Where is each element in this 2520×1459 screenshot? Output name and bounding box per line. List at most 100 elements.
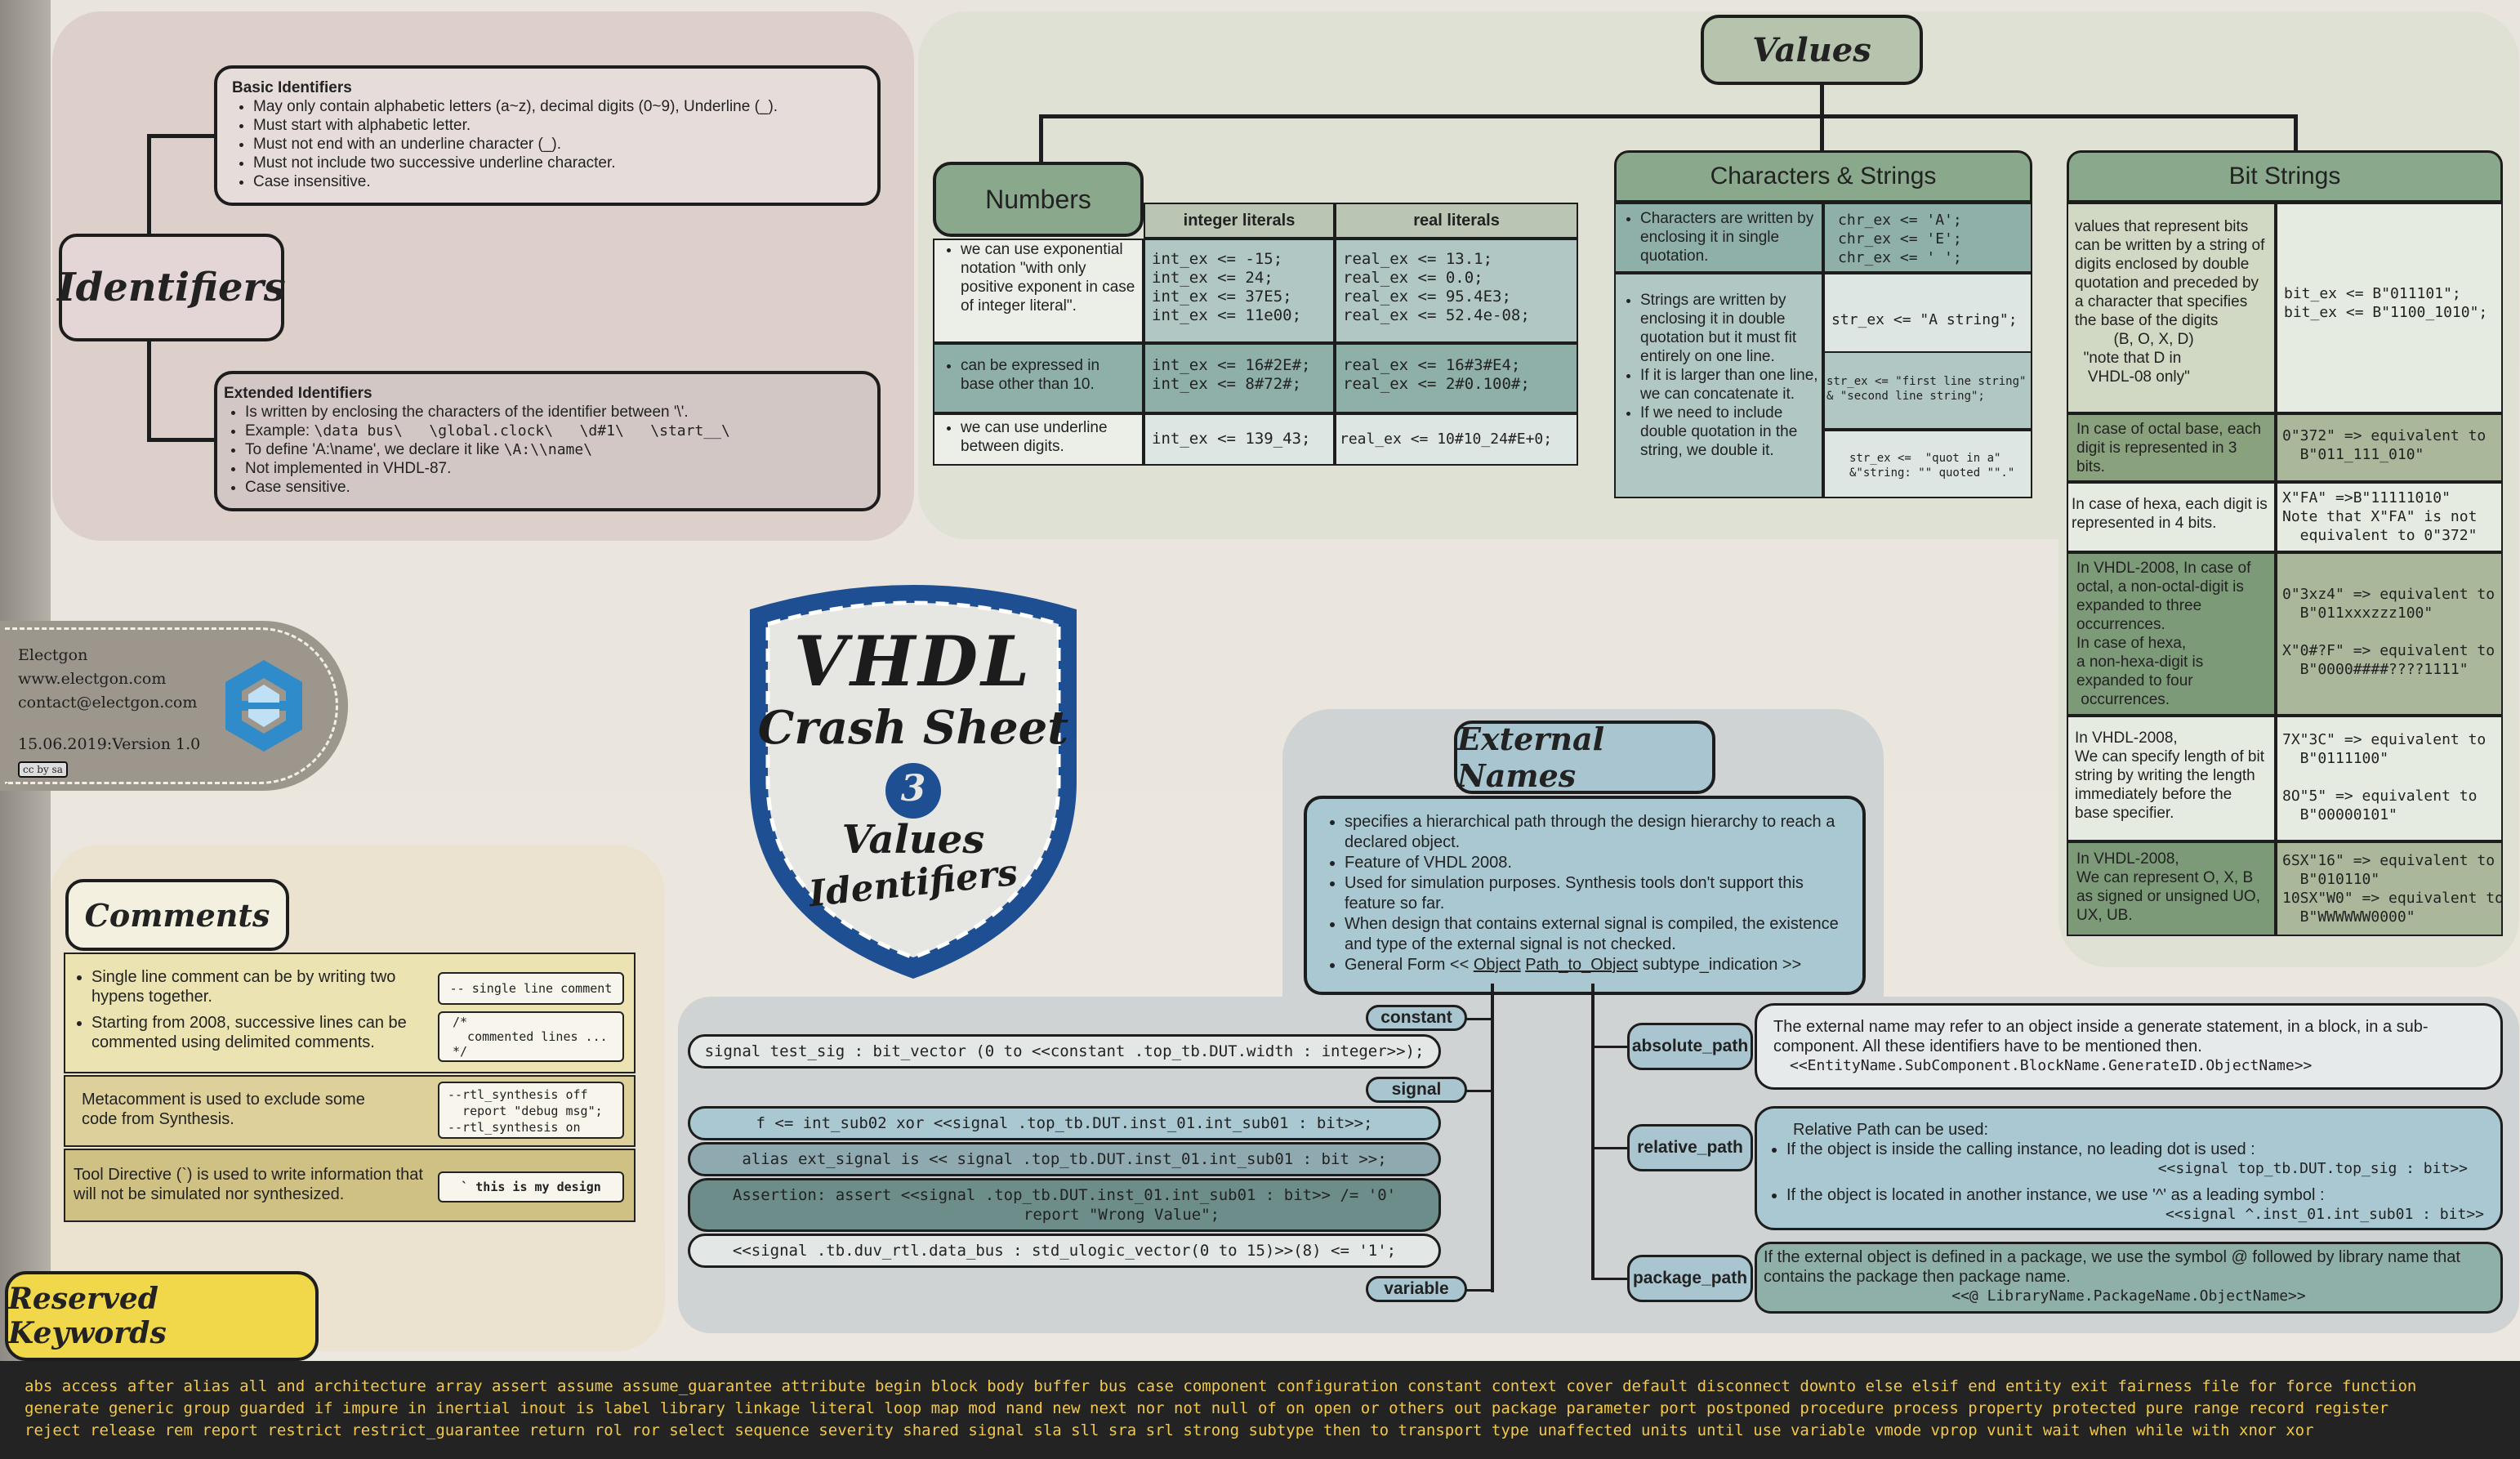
comments-title-box: Comments — [65, 879, 289, 951]
extended-rule: Example: \data bus\ \global.clock\ \d#1\… — [245, 422, 871, 440]
basic-rule: Case insensitive. — [253, 172, 863, 191]
numbers-desc: we can use underline between digits. — [933, 413, 1144, 466]
tool-directive-text: Tool Directive (`) is used to write info… — [74, 1166, 423, 1203]
vhdl-shield-badge — [750, 585, 1077, 979]
metacomment-text: Metacomment is used to exclude some code… — [82, 1091, 365, 1128]
reserved-line: generate generic group guarded if impure… — [25, 1399, 2389, 1417]
bits-desc: values that represent bits can be writte… — [2067, 203, 2276, 413]
strings-quote-code: str_ex <= "quot in a" &"string: "" quote… — [1823, 430, 2032, 498]
external-desc-item: Feature of VHDL 2008. — [1345, 853, 1846, 873]
bits-code: bit_ex <= B"011101"; bit_ex <= B"1100_10… — [2276, 203, 2503, 413]
external-desc-item: specifies a hierarchical path through th… — [1345, 812, 1846, 853]
numbers-real-code: real_ex <= 10#10_24#E+0; — [1335, 413, 1578, 466]
cc-license-icon: cc by sa — [18, 761, 68, 778]
basic-rule: Must start with alphabetic letter. — [253, 116, 863, 135]
metacomment-code: --rtl_synthesis off report "debug msg"; … — [438, 1082, 624, 1139]
badge-number: 3 — [900, 768, 926, 810]
extended-rule: Case sensitive. — [245, 478, 871, 497]
bits-code: 0"3xz4" => equivalent to B"011xxxzzz100"… — [2276, 552, 2503, 716]
numbers-int-code: int_ex <= 139_43; — [1144, 413, 1335, 466]
bits-title: Bit Strings — [2228, 163, 2341, 190]
reserved-title-box: Reserved Keywords — [5, 1271, 319, 1361]
kind-variable: variable — [1366, 1276, 1467, 1302]
numbers-col-real: real literals — [1335, 203, 1578, 239]
extended-identifiers-heading: Extended Identifiers — [224, 385, 372, 402]
author-version: 15.06.2019:Version 1.0 — [18, 735, 201, 753]
bits-code: 6SX"16" => equivalent to B"010110" 10SX"… — [2276, 841, 2504, 936]
chars-title-box: Characters & Strings — [1614, 150, 2032, 203]
strings-desc: Strings are written by enclosing it in d… — [1614, 273, 1823, 498]
values-title: Values — [1752, 30, 1871, 69]
bits-desc: In VHDL-2008, In case of octal, a non-oc… — [2067, 552, 2276, 716]
numbers-title: Numbers — [985, 184, 1091, 214]
numbers-desc: can be expressed in base other than 10. — [933, 343, 1144, 413]
comments-title: Comments — [84, 896, 270, 934]
bits-code: 7X"3C" => equivalent to B"0111100" 8O"5"… — [2276, 716, 2503, 841]
chars-title: Characters & Strings — [1710, 163, 1937, 190]
bits-desc: In case of hexa, each digit is represent… — [2067, 482, 2276, 552]
numbers-col-int: integer literals — [1144, 203, 1335, 239]
comment-code-single: -- single line comment — [438, 972, 624, 1005]
identifiers-title: Identifiers — [57, 265, 286, 310]
badge-subtitle: Crash Sheet — [757, 701, 1069, 755]
package-path-box: If the external object is defined in a p… — [1755, 1242, 2503, 1314]
relative-path-box: Relative Path can be used: If the object… — [1755, 1106, 2503, 1230]
electgon-logo-icon — [225, 660, 302, 752]
reserved-line: reject release rem report restrict restr… — [25, 1421, 2314, 1439]
extended-rule: To define 'A:\name', we declare it like … — [245, 440, 871, 459]
external-title: External Names — [1457, 721, 1605, 794]
bits-code: X"FA" =>B"11111010" Note that X"FA" is n… — [2276, 482, 2503, 552]
numbers-real-code: real_ex <= 16#3#E4; real_ex <= 2#0.100#; — [1335, 343, 1578, 413]
badge-topic-values: Values — [841, 817, 985, 863]
author-site[interactable]: www.electgon.com — [18, 670, 167, 688]
strings-concat-code: str_ex <= "first line string" & "second … — [1823, 351, 2032, 430]
values-title-box: Values — [1701, 15, 1923, 85]
comment-rule: Single line comment can be by writing tw… — [91, 967, 438, 1006]
example-signal: alias ext_signal is << signal .top_tb.DU… — [688, 1142, 1441, 1176]
reserved-title: Reserved Keywords — [8, 1282, 167, 1350]
absolute-path-box: The external name may refer to an object… — [1755, 1003, 2503, 1090]
bits-desc: In VHDL-2008, We can represent O, X, B a… — [2067, 841, 2276, 936]
kind-signal: signal — [1366, 1077, 1467, 1103]
basic-rule: May only contain alphabetic letters (a~z… — [253, 97, 863, 116]
chars-desc: Characters are written by enclosing it i… — [1614, 203, 1823, 273]
example-variable: <<signal .tb.duv_rtl.data_bus : std_ulog… — [688, 1234, 1441, 1268]
bits-code: 0"372" => equivalent to B"011_111_010" — [2276, 413, 2503, 482]
basic-identifiers-box: Basic Identifiers May only contain alpha… — [214, 65, 881, 206]
numbers-title-box: Numbers — [933, 162, 1144, 237]
author-email[interactable]: contact@electgon.com — [18, 694, 198, 712]
external-desc-item: Used for simulation purposes. Synthesis … — [1345, 873, 1846, 914]
numbers-desc: we can use exponential notation "with on… — [933, 239, 1144, 343]
badge-title: VHDL — [793, 621, 1033, 702]
basic-identifiers-heading: Basic Identifiers — [232, 79, 352, 96]
bits-title-box: Bit Strings — [2067, 150, 2503, 203]
chars-code: chr_ex <= 'A'; chr_ex <= 'E'; chr_ex <= … — [1823, 203, 2032, 273]
reserved-keywords-bar: abs access after alias all and architect… — [0, 1361, 2520, 1459]
example-signal: f <= int_sub02 xor <<signal .top_tb.DUT.… — [688, 1106, 1441, 1140]
external-general-form: General Form << Object Path_to_Object su… — [1345, 955, 1846, 975]
basic-rule: Must not include two successive underlin… — [253, 154, 863, 172]
relative-path-label: relative_path — [1627, 1124, 1753, 1171]
numbers-real-code: real_ex <= 13.1; real_ex <= 0.0; real_ex… — [1335, 239, 1578, 343]
extended-rule: Not implemented in VHDL-87. — [245, 459, 871, 478]
author-card: Electgon www.electgon.com contact@electg… — [0, 621, 348, 791]
external-desc-item: When design that contains external signa… — [1345, 914, 1846, 955]
absolute-path-label: absolute_path — [1627, 1023, 1753, 1070]
numbers-int-code: int_ex <= 16#2E#; int_ex <= 8#72#; — [1144, 343, 1335, 413]
author-name: Electgon — [18, 646, 88, 664]
numbers-int-code: int_ex <= -15; int_ex <= 24; int_ex <= 3… — [1144, 239, 1335, 343]
identifiers-title-box: Identifiers — [57, 234, 286, 341]
bits-desc: In case of octal base, each digit is rep… — [2067, 413, 2276, 482]
example-signal-assert: Assertion: assert <<signal .top_tb.DUT.i… — [688, 1178, 1441, 1232]
comment-code-multi: /* commented lines ... */ — [438, 1011, 624, 1062]
kind-constant: constant — [1366, 1005, 1467, 1031]
comment-rule: Starting from 2008, successive lines can… — [91, 1013, 438, 1052]
example-constant: signal test_sig : bit_vector (0 to <<con… — [688, 1034, 1441, 1069]
extended-rule: Is written by enclosing the characters o… — [245, 403, 871, 422]
tool-directive-code: ` this is my design — [438, 1171, 624, 1202]
external-title-box: External Names — [1454, 721, 1715, 794]
external-desc-box: specifies a hierarchical path through th… — [1304, 796, 1866, 995]
package-path-label: package_path — [1627, 1255, 1753, 1302]
basic-rule: Must not end with an underline character… — [253, 135, 863, 154]
bits-desc: In VHDL-2008, We can specify length of b… — [2067, 716, 2276, 841]
